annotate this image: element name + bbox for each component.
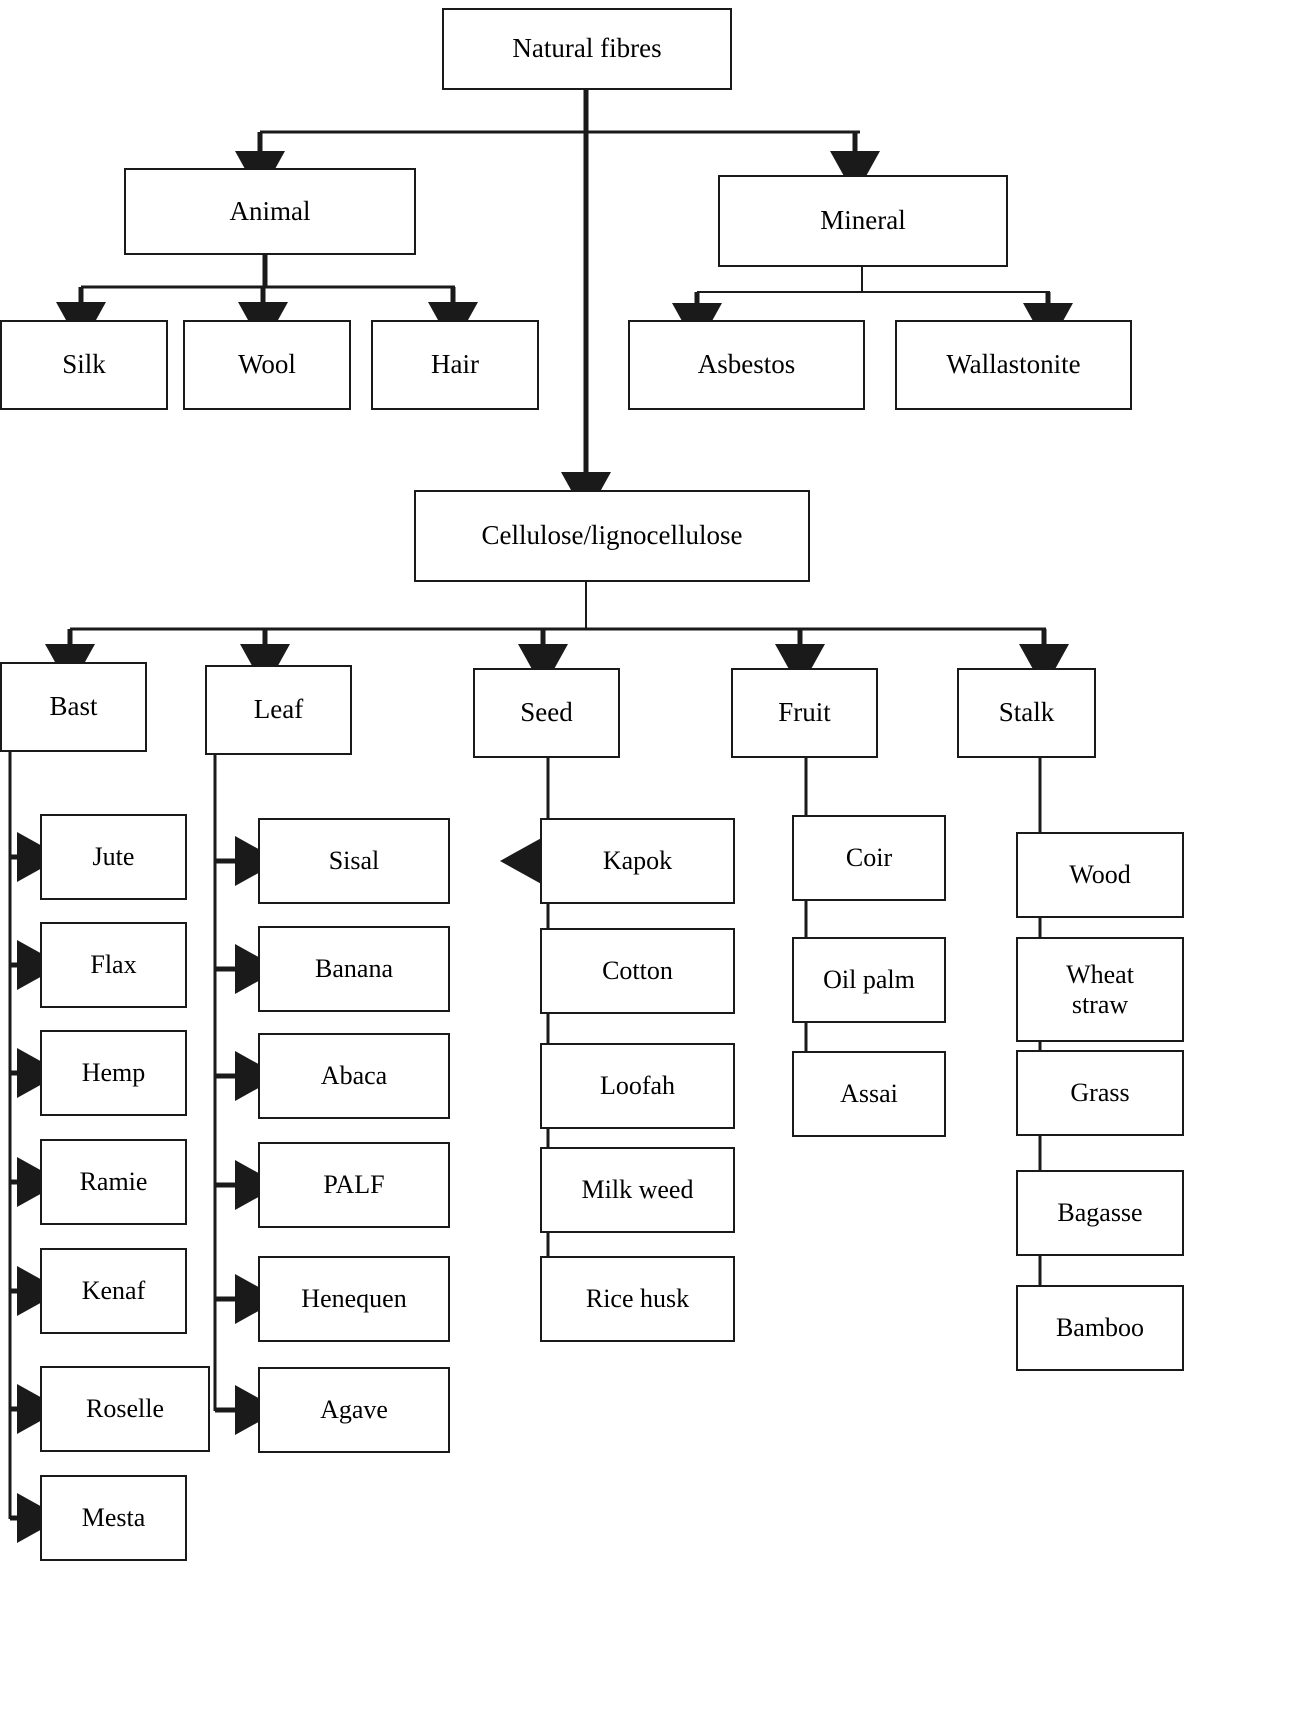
node-category-seed[interactable]: Seed [473,668,620,758]
node-wool[interactable]: Wool [183,320,351,410]
node-label: Sisal [328,846,380,876]
node-mineral[interactable]: Mineral [718,175,1008,267]
node-label: Kenaf [81,1276,146,1306]
node-animal[interactable]: Animal [124,168,416,255]
node-label: Stalk [998,697,1055,728]
node-silk[interactable]: Silk [0,320,168,410]
node-roselle[interactable]: Roselle [40,1366,210,1452]
node-hair[interactable]: Hair [371,320,539,410]
node-label: Flax [90,950,137,980]
node-oil-palm[interactable]: Oil palm [792,937,946,1023]
node-wood[interactable]: Wood [1016,832,1184,918]
node-label: Wool [238,349,296,380]
node-agave[interactable]: Agave [258,1367,450,1453]
node-label: Natural fibres [512,33,662,64]
node-label: Wood [1069,860,1131,890]
node-sisal[interactable]: Sisal [258,818,450,904]
node-label: Grass [1070,1078,1130,1108]
node-label: Rice husk [585,1284,690,1314]
node-coir[interactable]: Coir [792,815,946,901]
node-label: Mineral [820,205,906,236]
node-label: Roselle [86,1394,164,1424]
node-wheat-straw[interactable]: Wheat straw [1016,937,1184,1042]
node-cellulose-lignocellulose[interactable]: Cellulose/lignocellulose [414,490,810,582]
node-label: Banana [315,954,393,984]
node-milk-weed[interactable]: Milk weed [540,1147,735,1233]
node-banana[interactable]: Banana [258,926,450,1012]
node-label: Agave [320,1395,388,1425]
node-label: Oil palm [823,965,915,995]
node-assai[interactable]: Assai [792,1051,946,1137]
node-asbestos[interactable]: Asbestos [628,320,865,410]
node-label: Seed [520,697,573,728]
node-kenaf[interactable]: Kenaf [40,1248,187,1334]
node-label: Asbestos [697,349,796,380]
node-label: Bagasse [1057,1198,1143,1228]
node-label: Abaca [320,1061,388,1091]
node-label: Cellulose/lignocellulose [481,520,743,551]
node-label: Fruit [778,697,831,728]
node-label: Mesta [81,1503,146,1533]
node-label: Leaf [253,694,304,725]
node-category-stalk[interactable]: Stalk [957,668,1096,758]
node-label: PALF [323,1170,385,1200]
node-label: Bast [49,691,98,722]
node-category-fruit[interactable]: Fruit [731,668,878,758]
node-label: Jute [92,842,135,872]
node-label: Hemp [81,1058,146,1088]
node-label: Milk weed [581,1175,694,1205]
node-label: Silk [62,349,106,380]
node-henequen[interactable]: Henequen [258,1256,450,1342]
node-label: Kapok [602,846,673,876]
node-abaca[interactable]: Abaca [258,1033,450,1119]
node-label: Cotton [602,956,673,986]
node-bamboo[interactable]: Bamboo [1016,1285,1184,1371]
node-label: Wallastonite [946,349,1081,380]
node-label: Assai [840,1079,898,1109]
node-label: Loofah [599,1071,676,1101]
node-palf[interactable]: PALF [258,1142,450,1228]
node-label: Coir [845,843,893,873]
node-label: Ramie [79,1167,148,1197]
node-label: Hair [431,349,479,380]
node-hemp[interactable]: Hemp [40,1030,187,1116]
node-category-bast[interactable]: Bast [0,662,147,752]
node-kapok[interactable]: Kapok [540,818,735,904]
node-label: Bamboo [1055,1313,1145,1343]
node-rice-husk[interactable]: Rice husk [540,1256,735,1342]
node-bagasse[interactable]: Bagasse [1016,1170,1184,1256]
node-flax[interactable]: Flax [40,922,187,1008]
node-label: Henequen [301,1284,407,1314]
node-grass[interactable]: Grass [1016,1050,1184,1136]
node-label: Animal [229,195,311,226]
node-jute[interactable]: Jute [40,814,187,900]
node-ramie[interactable]: Ramie [40,1139,187,1225]
node-mesta[interactable]: Mesta [40,1475,187,1561]
node-cotton[interactable]: Cotton [540,928,735,1014]
node-natural-fibres[interactable]: Natural fibres [442,8,732,90]
node-loofah[interactable]: Loofah [540,1043,735,1129]
node-label: Wheat straw [1066,959,1134,1019]
node-wallastonite[interactable]: Wallastonite [895,320,1132,410]
node-category-leaf[interactable]: Leaf [205,665,352,755]
